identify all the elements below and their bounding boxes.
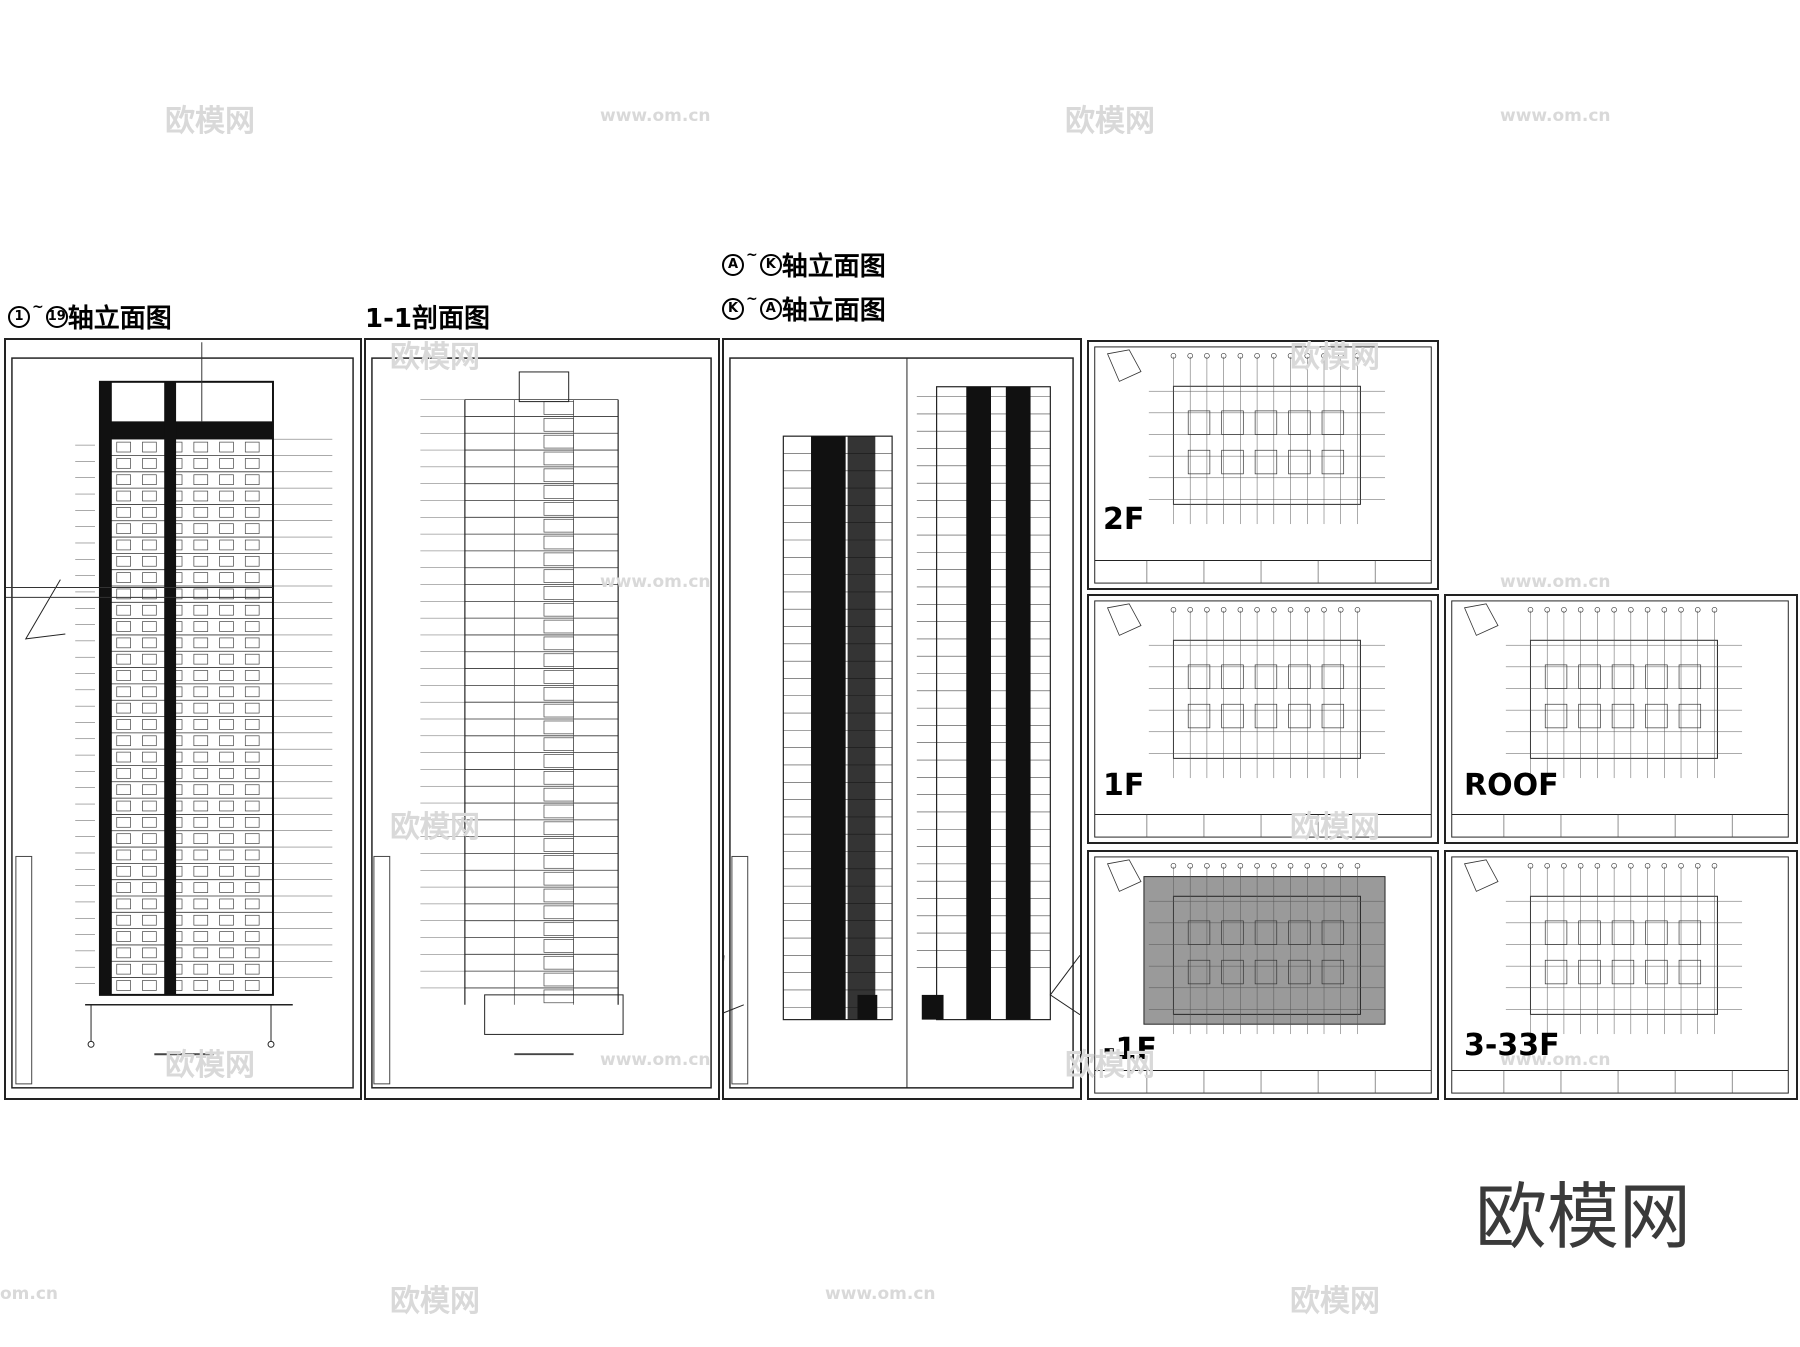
plan-2f-label: 2F xyxy=(1103,502,1145,537)
plan-1f-label: 1F xyxy=(1103,768,1145,803)
section-1-1-sheet xyxy=(364,338,720,1100)
elevation-k-a-title: K ~ A 轴立面图 xyxy=(722,290,886,327)
elevation-k-a-text: 轴立面图 xyxy=(781,296,886,326)
plan-2f-sheet: 2F xyxy=(1087,340,1439,590)
axis-1-marker: 1 xyxy=(8,305,30,328)
watermark-url: www.om.cn xyxy=(1500,572,1611,592)
axis-a-marker: A xyxy=(722,253,744,276)
plan-roof-drawing xyxy=(1451,600,1789,838)
watermark-brand: 欧模网 xyxy=(165,104,255,139)
plan-3-33f-drawing xyxy=(1451,856,1789,1094)
plan-3-33f-sheet: 3-33F xyxy=(1444,850,1798,1100)
elevation-1-19-text: 轴立面图 xyxy=(67,304,172,334)
plan-b1f-label: -1F xyxy=(1103,1032,1157,1067)
elevation-a-k-sheet xyxy=(722,338,1082,1100)
elevation-1-19-title: 1 ~ 19 轴立面图 xyxy=(8,298,172,335)
elevation-1-19-drawing xyxy=(6,342,354,1089)
axis-k-marker: K xyxy=(722,297,744,320)
watermark-brand: 欧模网 xyxy=(1290,1284,1380,1319)
plan-1f-drawing xyxy=(1094,600,1432,838)
watermark-url-fragment: om.cn xyxy=(0,1284,59,1304)
plan-roof-sheet: ROOF xyxy=(1444,594,1798,844)
axis-a-marker: A xyxy=(759,297,782,320)
elevation-a-k-text: 轴立面图 xyxy=(781,252,886,282)
watermark-brand: 欧模网 xyxy=(1065,104,1155,139)
plan-b1f-drawing xyxy=(1094,856,1432,1094)
watermark-brand-large: 欧模网 xyxy=(1475,1175,1692,1259)
plan-2f-drawing xyxy=(1094,346,1432,584)
section-1-1-drawing xyxy=(371,357,712,1089)
plan-b1f-sheet: -1F xyxy=(1087,850,1439,1100)
section-1-1-title: 1-1剖面图 xyxy=(365,304,490,334)
tilde: ~ xyxy=(746,290,758,307)
plan-3-33f-label: 3-33F xyxy=(1464,1028,1560,1063)
axis-k-marker: K xyxy=(759,253,782,276)
watermark-url: www.om.cn xyxy=(825,1284,936,1304)
watermark-url: www.om.cn xyxy=(1500,106,1611,126)
watermark-url: www.om.cn xyxy=(600,106,711,126)
plan-roof-label: ROOF xyxy=(1464,768,1559,803)
axis-19-marker: 19 xyxy=(45,305,68,328)
plan-1f-sheet: 1F xyxy=(1087,594,1439,844)
elevation-1-19-sheet xyxy=(4,338,362,1100)
tilde: ~ xyxy=(32,298,44,315)
elevation-a-k-drawing xyxy=(724,357,1080,1089)
watermark-brand: 欧模网 xyxy=(390,1284,480,1319)
elevation-a-k-title: A ~ K 轴立面图 xyxy=(722,246,886,283)
tilde: ~ xyxy=(746,246,758,263)
